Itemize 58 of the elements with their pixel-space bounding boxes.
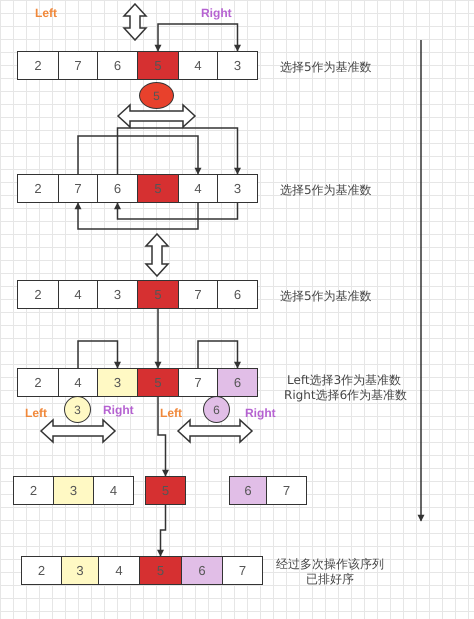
array-cell: 4 (178, 51, 218, 80)
step-note: Right选择6作为基准数 (284, 387, 408, 404)
array-cell: 6 (97, 51, 138, 80)
array-cell: 3 (97, 280, 138, 309)
array-cell: 5 (137, 280, 179, 309)
step-note: 选择5作为基准数 (280, 288, 372, 305)
array-cell: 6 (217, 368, 258, 397)
array-cell: 3 (53, 476, 94, 505)
array-cell: 2 (13, 476, 54, 505)
array-cell: 7 (266, 476, 307, 505)
step-note: Left选择3作为基准数 (287, 372, 402, 389)
arrow (77, 135, 202, 175)
step-note: 选择5作为基准数 (280, 182, 372, 199)
step-note: 选择5作为基准数 (280, 59, 372, 76)
array-cell: 7 (58, 174, 98, 203)
array-cell: 2 (17, 368, 59, 397)
arrow (74, 202, 199, 230)
array-cell: 7 (222, 556, 263, 585)
arrow (157, 505, 166, 557)
step-note: 经过多次操作该序列已排好序 (275, 557, 385, 587)
array-cell: 5 (137, 51, 179, 80)
array-cell: 4 (58, 368, 98, 397)
array-cell: 7 (178, 368, 218, 397)
array-cell: 6 (229, 476, 267, 505)
pointer-label: Right (201, 6, 232, 20)
arrow (157, 397, 169, 477)
array-cell: 6 (217, 280, 258, 309)
array-cell: 3 (217, 174, 258, 203)
array-cell: 5 (137, 368, 179, 397)
array-cell: 4 (178, 174, 218, 203)
array-cell: 5 (139, 556, 182, 585)
arrow (154, 23, 241, 52)
arrow (114, 202, 238, 220)
arrow (116, 127, 241, 175)
pointer-label: Right (103, 403, 134, 417)
array-cell: 6 (97, 174, 138, 203)
pointer-label: Left (35, 6, 57, 20)
array-cell: 7 (178, 280, 218, 309)
pointer-label: Right (245, 406, 276, 420)
array-cell: 5 (145, 476, 186, 505)
array-cell: 4 (98, 556, 140, 585)
arrow (197, 340, 241, 369)
array-cell: 6 (181, 556, 223, 585)
array-cell: 2 (17, 174, 59, 203)
array-cell: 2 (17, 51, 59, 80)
arrow (77, 340, 121, 369)
array-cell: 4 (93, 476, 134, 505)
array-cell: 3 (217, 51, 258, 80)
array-cell: 3 (97, 368, 138, 397)
array-cell: 2 (17, 280, 59, 309)
arrow (154, 309, 162, 369)
array-cell: 4 (58, 280, 98, 309)
array-cell: 7 (58, 51, 98, 80)
array-cell: 5 (137, 174, 179, 203)
array-cell: 3 (61, 556, 99, 585)
pointer-label: Left (25, 406, 47, 420)
pointer-label: Left (160, 406, 182, 420)
array-cell: 2 (21, 556, 62, 585)
